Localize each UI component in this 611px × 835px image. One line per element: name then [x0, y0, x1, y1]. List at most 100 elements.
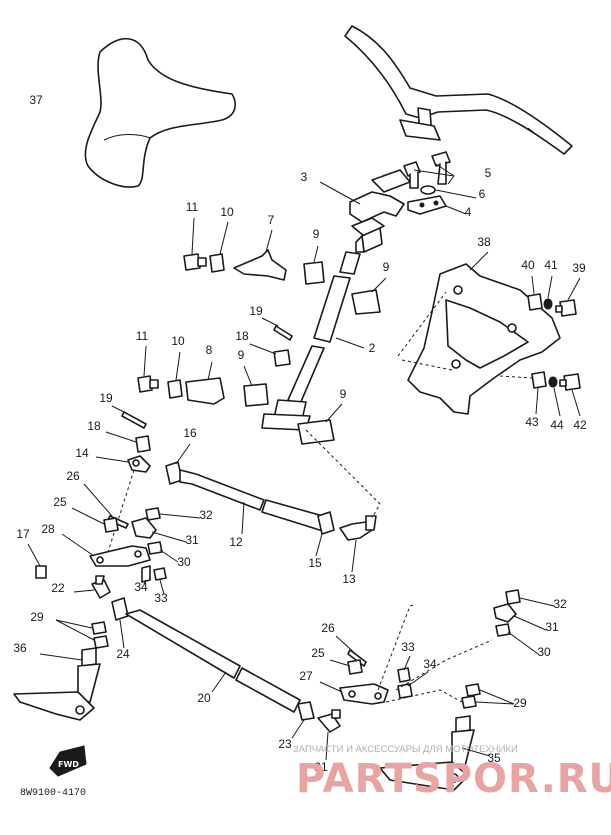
- callout-c26b: 26: [321, 621, 335, 635]
- callout-c37: 37: [29, 93, 43, 107]
- part-9-clamp-lower-right: [297, 403, 343, 445]
- part-10-nut-upper: [209, 221, 229, 273]
- part-12-tie-rod: [179, 469, 331, 535]
- part-18-nut-lower: [105, 431, 151, 453]
- callout-c39: 39: [572, 261, 586, 275]
- part-1-handlebar: [344, 25, 573, 155]
- part-6-washer: [420, 185, 436, 195]
- callout-c25b: 25: [311, 646, 325, 660]
- callout-c40: 40: [521, 258, 535, 272]
- front-direction-badge: FWD: [49, 745, 87, 777]
- part-27-relay-arm: [319, 681, 389, 705]
- part-3-upper-bracket: [319, 163, 477, 253]
- callout-c32b: 32: [553, 597, 567, 611]
- part-31-joint-lower: [493, 603, 547, 631]
- callout-c20: 20: [197, 691, 211, 705]
- callout-c25a: 25: [53, 495, 67, 509]
- callout-c18a: 18: [235, 329, 249, 343]
- callout-c23: 23: [278, 737, 292, 751]
- callout-c8: 8: [206, 343, 213, 357]
- dash-right-linkage: [377, 603, 493, 703]
- part-17-grease-nipple: [27, 543, 47, 579]
- callout-c38: 38: [477, 235, 491, 249]
- callout-c9b: 9: [383, 260, 390, 274]
- dash-14-to-28: [107, 469, 135, 553]
- part-28-pitman-arm: [61, 533, 151, 567]
- part-18-nut-upper: [249, 343, 291, 367]
- part-4-lower-holder: [407, 195, 447, 215]
- part-11-bolt-lower: [137, 345, 159, 393]
- callout-c36: 36: [13, 641, 27, 655]
- callout-c9c: 9: [238, 348, 245, 362]
- part-43-spacer: [499, 371, 547, 415]
- callout-c11a: 11: [186, 200, 199, 214]
- callout-c6: 6: [479, 187, 486, 201]
- callout-c10a: 10: [220, 205, 234, 219]
- callout-c31b: 31: [545, 620, 559, 634]
- part-13-tie-rod-end: [339, 515, 377, 573]
- callout-c29b: 29: [513, 696, 527, 710]
- part-9-clamp-small: [243, 365, 253, 387]
- callout-c33b: 33: [401, 640, 415, 654]
- callout-c19a: 19: [249, 304, 263, 318]
- callout-c9d: 9: [340, 387, 347, 401]
- part-19-pin-lower: [111, 405, 147, 429]
- part-23-locknut: [291, 701, 315, 739]
- part-22-tie-rod-end: [73, 575, 111, 599]
- callout-c34b: 34: [423, 657, 437, 671]
- callout-c29a: 29: [30, 610, 44, 624]
- part-7-bracket: [233, 229, 287, 281]
- callout-c17: 17: [16, 527, 30, 541]
- part-34-bolt-upper: [141, 565, 151, 585]
- front-badge-text: FWD: [58, 760, 79, 769]
- part-32-washer-upper: [145, 507, 201, 521]
- part-9-clamp-upper-left: [303, 245, 325, 285]
- callout-c11b: 11: [136, 329, 149, 343]
- part-8-clamp-bracket: [185, 361, 225, 405]
- callout-c30b: 30: [537, 645, 551, 659]
- callout-c32a: 32: [199, 508, 213, 522]
- callout-c7: 7: [268, 213, 275, 227]
- part-25-nut-lower: [329, 659, 363, 675]
- callout-c43: 43: [525, 415, 539, 429]
- part-40-spacer: [527, 275, 543, 311]
- callout-c10b: 10: [171, 334, 185, 348]
- callout-c3: 3: [301, 170, 308, 184]
- callout-c14: 14: [75, 446, 89, 460]
- part-21-tie-rod-end: [317, 709, 341, 761]
- part-25-nut-upper: [71, 507, 119, 533]
- part-42-bolt: [559, 373, 581, 417]
- callout-c41: 41: [544, 258, 558, 272]
- callout-c18b: 18: [87, 419, 101, 433]
- part-37-handlebar-pad: [84, 37, 236, 188]
- part-29-bushings-upper: [55, 619, 109, 649]
- callout-c28: 28: [41, 522, 55, 536]
- part-32-washer-lower: [505, 589, 555, 607]
- part-36-knuckle-arm-left: [13, 647, 101, 721]
- callout-c42: 42: [573, 418, 587, 432]
- callout-c16: 16: [183, 426, 197, 440]
- part-33-nut-lower: [397, 655, 411, 683]
- part-35-knuckle-arm-right: [379, 715, 491, 791]
- callout-c27: 27: [299, 669, 313, 683]
- part-9-clamp-upper-right: [351, 277, 387, 315]
- callout-c12: 12: [229, 535, 243, 549]
- callout-c26a: 26: [66, 469, 80, 483]
- part-29-bushings-lower: [461, 683, 515, 709]
- callout-c22: 22: [51, 581, 65, 595]
- callout-c2: 2: [369, 341, 376, 355]
- part-26-cotter-pin-lower: [335, 635, 367, 667]
- part-10-nut-lower: [167, 351, 183, 399]
- callout-c44: 44: [550, 418, 564, 432]
- part-33-nut-upper: [153, 567, 167, 595]
- watermark-caption: ЗАПЧАСТИ И АКСЕССУАРЫ ДЛЯ МОТОТЕХНИКИ: [293, 744, 518, 755]
- part-14-tie-rod-end: [95, 455, 151, 473]
- part-20-drag-link: [125, 609, 301, 713]
- callout-c5: 5: [485, 166, 492, 180]
- part-24-locknut: [111, 597, 129, 649]
- part-15-locknut: [315, 511, 335, 557]
- callout-c19b: 19: [99, 391, 113, 405]
- callout-c15: 15: [308, 556, 322, 570]
- dash-column-to-rod: [305, 429, 381, 519]
